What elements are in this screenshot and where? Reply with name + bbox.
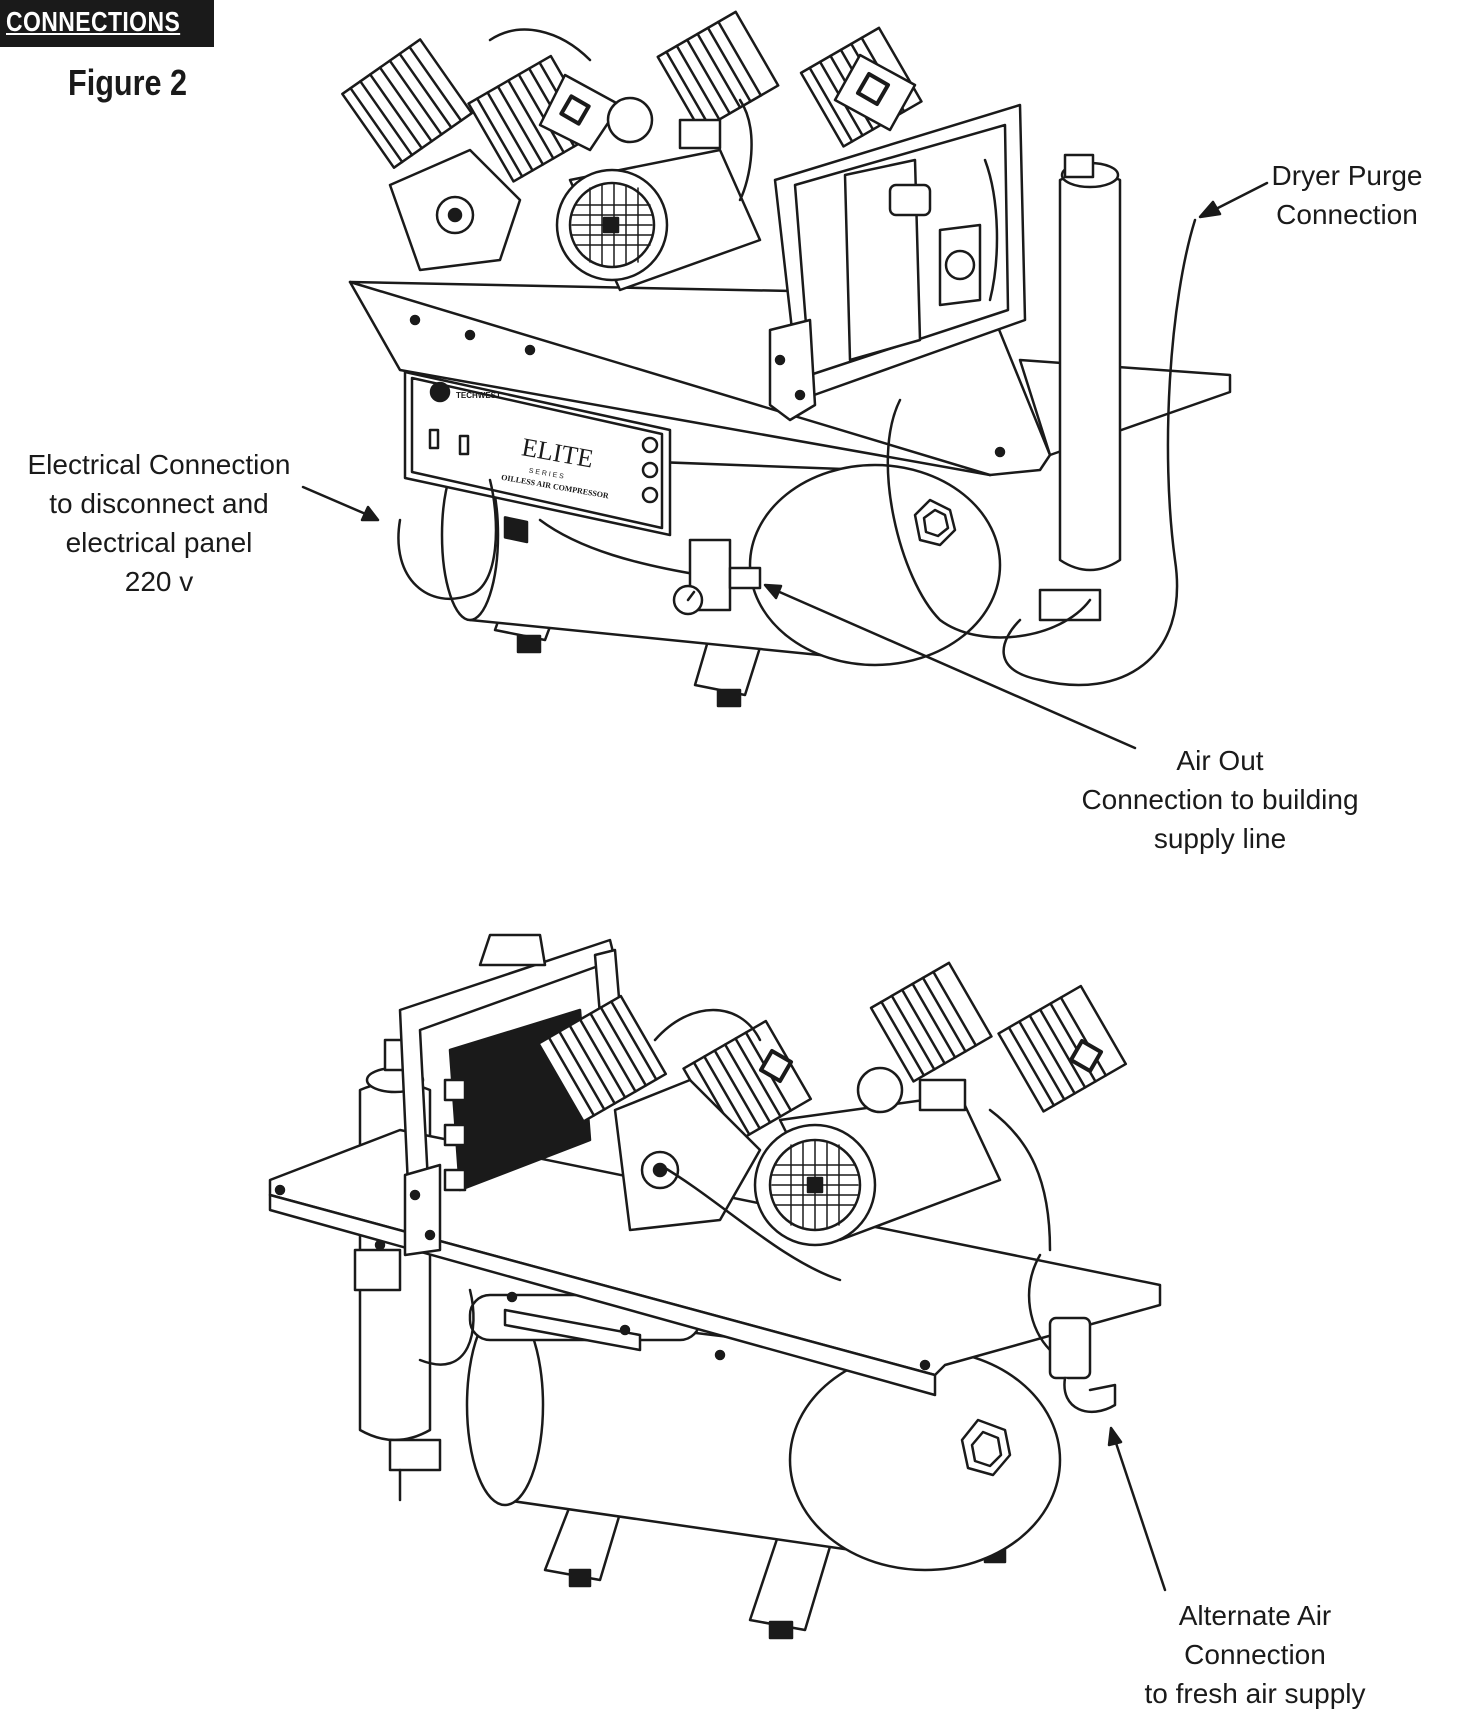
air-out-arrowhead [765, 585, 781, 598]
air-out-line-3: supply line [1153, 823, 1287, 854]
dryer-purge-arrow [1210, 183, 1267, 212]
dryer-purge-line-1: Dryer Purge [1271, 160, 1423, 191]
electrical-line-4: 220 v [124, 566, 194, 597]
top-unit-dryer-tank [1040, 155, 1120, 620]
bottom-compressor-unit [270, 935, 1160, 1638]
top-unit-motor [390, 98, 760, 290]
alternate-air-arrow [1115, 1440, 1165, 1590]
bottom-unit-motor [615, 1068, 1000, 1245]
air-out-line-1: Air Out [1176, 745, 1264, 776]
bottom-unit-pump-heads [539, 963, 1126, 1147]
dryer-purge-line-2: Connection [1276, 199, 1418, 230]
panel-brand-text: TECHWEST [456, 391, 501, 400]
section-label: CONNECTIONS [6, 6, 181, 37]
section-header-tab: CONNECTIONS [0, 0, 214, 47]
dryer-purge-arrowhead [1200, 202, 1220, 217]
top-compressor-unit: TECHWEST ELITE S E R I E S OILLESS AIR C… [342, 12, 1230, 706]
air-out-label: Air Out Connection to building supply li… [1045, 741, 1395, 858]
alternate-air-label: Alternate Air Connection to fresh air su… [1105, 1596, 1405, 1713]
figure-title: Figure 2 [68, 62, 188, 103]
dryer-purge-label: Dryer Purge Connection [1262, 156, 1432, 234]
electrical-line-1: Electrical Connection [27, 449, 291, 480]
callout-arrows [303, 183, 1267, 1590]
alternate-air-arrowhead [1109, 1428, 1121, 1445]
electrical-arrowhead [362, 507, 378, 520]
electrical-arrow [303, 487, 368, 515]
electrical-line-2: to disconnect and [49, 488, 269, 519]
alternate-air-line-3: to fresh air supply [1144, 1678, 1366, 1709]
bottom-unit-hoses [420, 1010, 1050, 1365]
top-unit-control-panel: TECHWEST ELITE S E R I E S OILLESS AIR C… [405, 372, 670, 542]
top-unit-dryer [770, 105, 1025, 420]
alternate-air-line-2: Connection [1184, 1639, 1326, 1670]
bottom-unit-alternate-air-filter [1050, 1318, 1115, 1412]
alternate-air-line-1: Alternate Air [1178, 1600, 1332, 1631]
electrical-line-3: electrical panel [65, 527, 253, 558]
electrical-connection-label: Electrical Connection to disconnect and … [0, 445, 318, 601]
top-unit-hoses [398, 30, 1195, 685]
air-out-line-2: Connection to building [1081, 784, 1359, 815]
top-unit-air-out-valve [674, 540, 760, 614]
air-out-arrow [775, 590, 1135, 748]
top-unit-pump-heads [342, 12, 921, 182]
bottom-unit-air-tank [467, 1295, 1060, 1570]
